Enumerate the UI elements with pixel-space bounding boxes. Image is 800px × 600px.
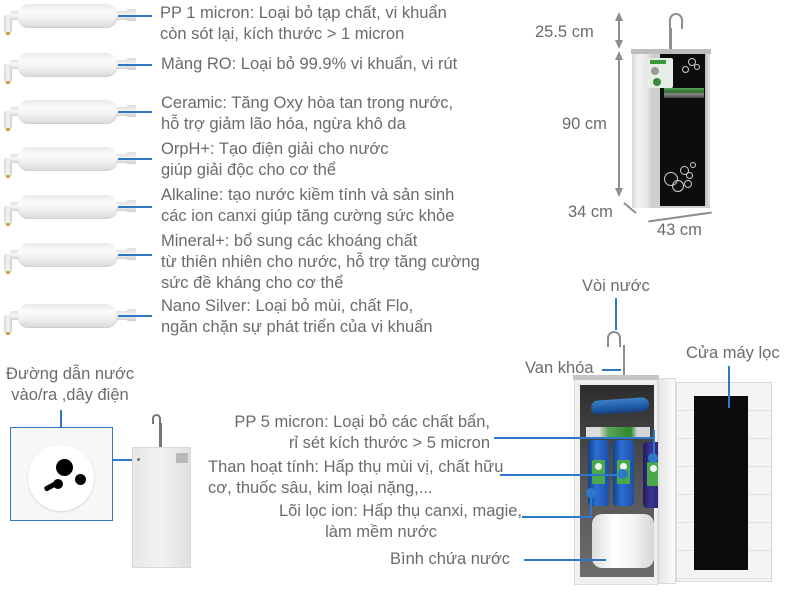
door-label: Cửa máy lọc (686, 344, 780, 362)
pointer-line (494, 437, 654, 439)
filter-cartridge-orph (0, 143, 152, 181)
water-inlet-label: Đường dẫn nước vào/ra ,dây điện (6, 365, 135, 404)
pointer-dot (586, 488, 596, 498)
control-board (586, 427, 650, 437)
pointer-line (524, 559, 606, 561)
water-port-icon (56, 459, 73, 476)
filter-desc-pp1: PP 1 micron: Loại bỏ tạp chất, vi khuẩn … (160, 4, 447, 43)
port-closeup (10, 427, 113, 521)
arrow-up-icon (615, 12, 623, 21)
pointer-line (60, 410, 62, 427)
filter-desc-mineral: Mineral+: bổ sung các khoáng chất từ thi… (161, 232, 480, 292)
ion-label: Lõi lọc ion: Hấp thụ canxi, magie, làm m… (278, 502, 522, 541)
faucet-icon (669, 13, 683, 29)
spec-sticker (176, 453, 188, 463)
filter-desc-ceramic: Ceramic: Tăng Oxy hòa tan trong nước, hỗ… (161, 94, 454, 133)
filter-desc-nano-silver: Nano Silver: Loại bỏ mùi, chất Flo, ngăn… (161, 297, 433, 336)
pointer-line (113, 459, 137, 461)
dimension-depth: 34 cm (568, 203, 613, 221)
pointer-dot (648, 453, 658, 463)
pointer-dot (618, 469, 628, 479)
pp5-label: PP 5 micron: Loại bỏ các chất bẩn, rỉ sé… (234, 413, 490, 452)
filter-cartridge-ceramic (0, 96, 152, 134)
door-glass-panel (694, 396, 748, 570)
faucet-icon (607, 331, 621, 347)
pointer-line (118, 15, 152, 17)
brand-sticker (647, 58, 673, 88)
filter-cartridge-alkaline (0, 191, 152, 229)
tank-label: Bình chứa nước (390, 550, 511, 568)
pointer-line (522, 516, 592, 518)
arrow-down-icon (615, 40, 623, 49)
filter-cartridge-ro (0, 49, 152, 87)
faucet-icon (152, 414, 161, 424)
purifier-back-panel (132, 447, 191, 568)
pointer-line (728, 366, 730, 408)
power-cord-port-icon (53, 479, 63, 489)
faucet-label: Vòi nước (582, 277, 650, 295)
dimension-body-height: 90 cm (562, 115, 607, 133)
arrow-up-icon (615, 51, 623, 60)
dimension-line (618, 20, 620, 42)
filter-cartridge-nano-silver (0, 300, 152, 338)
arrow-down-icon (615, 188, 623, 197)
filter-cartridge-pp1 (0, 0, 152, 38)
pointer-line (500, 474, 622, 476)
dimension-faucet-height: 25.5 cm (535, 23, 594, 41)
filter-desc-orph: OrpH+: Tạo điện giải cho nước giúp giải … (161, 140, 389, 179)
pointer-line (602, 369, 621, 371)
pointer-line (615, 298, 617, 330)
port-disc (28, 445, 94, 511)
filter-desc-ro: Màng RO: Loại bỏ 99.9% vi khuẩn, vi rút (161, 55, 458, 73)
carbon-label: Than hoạt tính: Hấp thụ mùi vị, chất hữu… (208, 458, 504, 497)
filter-cartridge-mineral (0, 239, 152, 277)
dimension-line (618, 59, 620, 189)
valve-label: Van khóa (525, 359, 594, 377)
filter-desc-alkaline: Alkaline: tạo nước kiềm tính và sản sinh… (161, 186, 455, 225)
dimension-width: 43 cm (657, 221, 702, 239)
water-port-icon (75, 474, 86, 485)
